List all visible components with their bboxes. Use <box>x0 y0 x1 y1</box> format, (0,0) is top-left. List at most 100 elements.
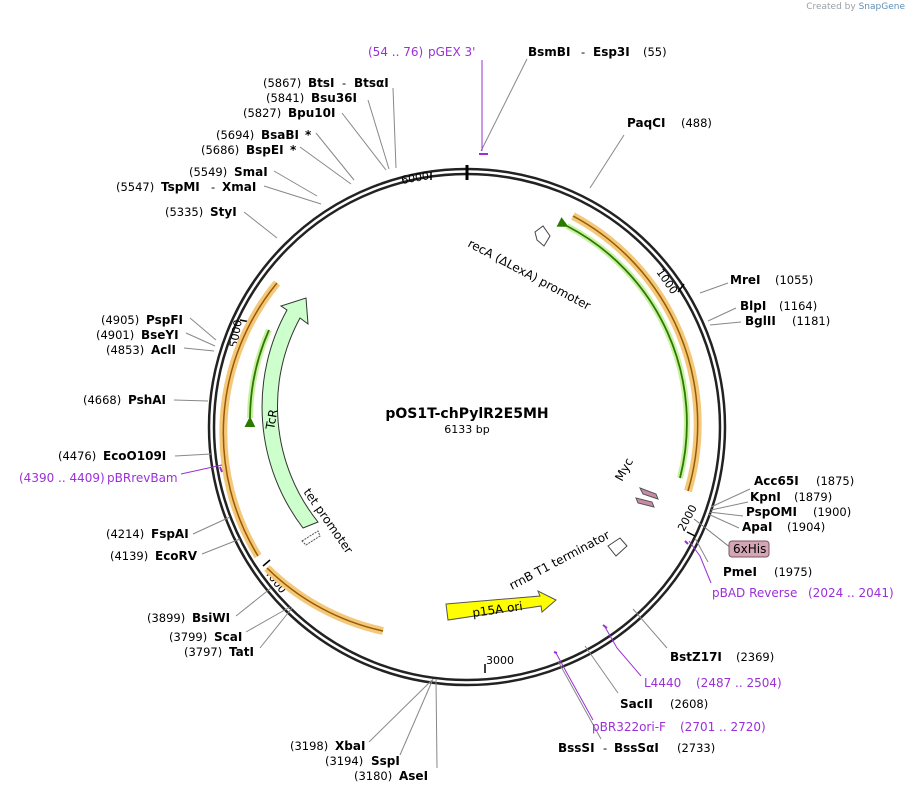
leader-bstz17i <box>632 608 668 649</box>
snapgene-brand: SnapGene <box>858 2 905 12</box>
enzyme-bpu10i-pos: (5827) <box>243 106 281 120</box>
leader-kpni <box>710 501 749 511</box>
enzyme-bsu36i-name: Bsu36I <box>311 91 357 105</box>
leader-bglii <box>709 321 742 326</box>
leader-pshai <box>173 399 209 402</box>
enzyme-separator: - <box>211 180 215 194</box>
enzyme-btsi-name: BtsI <box>308 76 335 90</box>
enzyme-apai-pos: (1904) <box>787 520 825 534</box>
enzyme-pspomi-name: PspOMI <box>746 505 797 519</box>
enzyme-bpu10i-name: Bpu10I <box>288 106 335 120</box>
enzyme-pmei-name: PmeI <box>723 565 757 579</box>
enzyme-bsmbi-name: BsmBI <box>528 45 570 59</box>
enzyme-scai-name: ScaI <box>214 630 242 644</box>
enzyme-fspai-pos: (4214) <box>106 527 144 541</box>
enzyme-tspmi-alt: XmaI <box>222 180 256 194</box>
enzyme-bstz17i-pos: (2369) <box>736 650 774 664</box>
enzyme-acc65i-name: Acc65I <box>754 474 799 488</box>
enzyme-ecoo109i-pos: (4476) <box>58 449 96 463</box>
enzyme-ecorv-pos: (4139) <box>110 549 148 563</box>
enzyme-bsmbi-alt: Esp3I <box>593 45 630 59</box>
leader-sacii <box>584 645 619 694</box>
cds-left-arrow <box>244 329 270 428</box>
plasmid-size: 6133 bp <box>444 423 489 436</box>
enzyme-paqci-pos: (488) <box>681 116 712 130</box>
enzyme-fspai-name: FspAI <box>151 527 189 541</box>
enzyme-bsabi-star: * <box>305 128 312 142</box>
enzyme-acli-name: AclI <box>151 343 176 357</box>
primer-pbr322-name: pBR322ori-F <box>592 720 666 734</box>
leader-xbai <box>368 679 433 743</box>
enzyme-bspei-pos: (5686) <box>201 143 239 157</box>
enzyme-pspomi-pos: (1900) <box>813 505 851 519</box>
leader-blpi <box>707 307 737 322</box>
rrnb-terminator-arrow <box>607 537 628 557</box>
enzyme-bseyi-name: BseYI <box>141 328 179 342</box>
leader-sspi <box>399 678 434 756</box>
enzyme-smai-name: SmaI <box>234 165 268 179</box>
enzyme-bsabi-pos: (5694) <box>216 128 254 142</box>
his-tag-label: 6xHis <box>733 542 766 556</box>
leader-bspei <box>299 146 352 185</box>
primer-pbrrevbam-range: (4390 .. 4409) <box>19 471 105 485</box>
enzyme-ecoo109i-name: EcoO109I <box>103 449 166 463</box>
primer-pbad-name: pBAD Reverse <box>712 586 797 600</box>
primer-mark-pbrrevbam <box>219 466 223 473</box>
enzyme-separator: - <box>581 45 585 59</box>
enzyme-btsi-alt: BtsαI <box>354 76 389 90</box>
cds-right-line <box>572 215 699 492</box>
his-tag-box <box>728 540 770 558</box>
enzyme-tspmi-name: TspMI <box>161 180 200 194</box>
myc-tag-shape-2 <box>635 497 655 508</box>
p15a-ori-feature <box>445 589 557 621</box>
enzyme-bseyi-pos: (4901) <box>96 328 134 342</box>
reca-promoter-arrow <box>534 225 551 247</box>
cds-left-line <box>222 282 278 557</box>
enzyme-bsu36i-pos: (5841) <box>266 91 304 105</box>
enzyme-kpni-name: KpnI <box>750 490 781 504</box>
cds-right-halo <box>571 212 702 493</box>
enzyme-sacii-name: SacII <box>620 697 653 711</box>
leader-ecoo109i <box>174 453 212 457</box>
leader-bsu36i <box>367 99 390 170</box>
leader-smai <box>273 170 318 197</box>
myc-tag-shape <box>638 487 659 500</box>
leader-pspomi <box>708 511 744 517</box>
enzyme-acc65i-pos: (1875) <box>816 474 854 488</box>
enzyme-bglii-pos: (1181) <box>792 314 830 328</box>
leader-pspfi <box>189 317 217 341</box>
enzyme-pmei-pos: (1975) <box>774 565 812 579</box>
enzyme-bsiwi-name: BsiWI <box>192 611 230 625</box>
enzyme-separator: - <box>603 741 607 755</box>
primer-mark-pbad <box>684 540 689 545</box>
leader-acc65i <box>710 488 751 508</box>
leader-bsmbi <box>480 58 528 152</box>
primer-pbad-range: (2024 .. 2041) <box>808 586 894 600</box>
leader-apai <box>707 513 740 529</box>
enzyme-styi-name: StyI <box>210 205 237 219</box>
enzyme-blpi-name: BlpI <box>740 299 766 313</box>
enzyme-tati-name: TatI <box>229 645 254 659</box>
enzyme-btsi-pos: (5867) <box>263 76 301 90</box>
leader-tati <box>259 607 293 649</box>
enzyme-mrei-pos: (1055) <box>775 273 813 287</box>
enzyme-blpi-pos: (1164) <box>779 299 817 313</box>
myc-label: Myc <box>612 456 636 484</box>
primer-mark-l4440 <box>602 624 608 629</box>
enzyme-bsssi-alt: BssSαI <box>614 741 659 755</box>
leader-acli <box>183 347 215 352</box>
enzyme-sspi-pos: (3194) <box>325 754 363 768</box>
enzyme-pspfi-name: PspFI <box>146 313 183 327</box>
his-leader <box>693 518 732 549</box>
leader-paqci <box>589 134 625 189</box>
enzyme-apai-name: ApaI <box>742 520 772 534</box>
enzyme-xbai-pos: (3198) <box>290 739 328 753</box>
tick-label-6000: 6000 <box>400 169 430 187</box>
cds-bottom-halo <box>264 565 384 635</box>
enzyme-mrei-name: MreI <box>730 273 760 287</box>
enzyme-scai-pos: (3799) <box>169 630 207 644</box>
enzyme-tspmi-pos: (5547) <box>116 180 154 194</box>
primer-pbr322-range: (2701 .. 2720) <box>680 720 766 734</box>
leader-pmei <box>694 537 709 563</box>
